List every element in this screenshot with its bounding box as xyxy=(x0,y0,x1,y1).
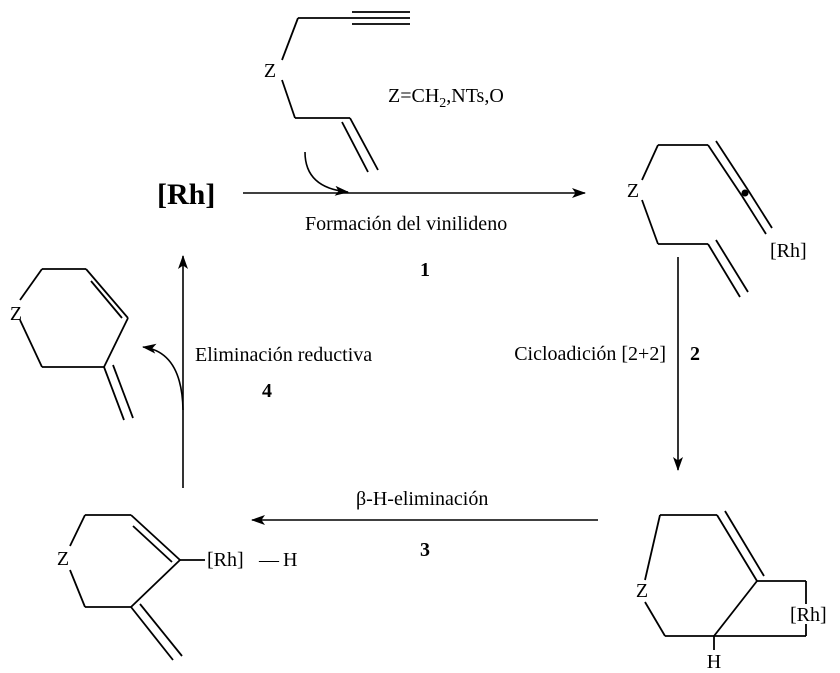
step-3-number: 3 xyxy=(420,539,430,561)
rh-catalyst-label: [Rh] xyxy=(157,178,215,211)
step-2-number: 2 xyxy=(690,343,700,365)
rh-h-bond: — xyxy=(258,549,280,571)
rhodacyclobutane-intermediate: Z [Rh] H xyxy=(636,510,827,673)
z-atom-label: Z xyxy=(636,580,648,602)
step-1-label: Formación del vinilideno xyxy=(305,213,507,235)
step-4-label: Eliminación reductiva xyxy=(195,344,372,366)
step-1-number: 1 xyxy=(420,259,430,281)
z-atom-label: Z xyxy=(10,303,22,325)
h-atom-label: H xyxy=(283,549,297,571)
z-atom-label: Z xyxy=(264,60,276,82)
step-2-label: Cicloadición [2+2] xyxy=(514,343,666,365)
z-atom-label: Z xyxy=(57,548,69,570)
rh-hydride-intermediate: Z [Rh] — H xyxy=(57,514,297,661)
rh-vinylidene-intermediate: Z [Rh] xyxy=(627,140,807,298)
h-atom-label: H xyxy=(707,651,721,673)
substrate-entry-arrow xyxy=(304,151,349,196)
enyne-substrate: Z xyxy=(264,11,410,173)
rh-label: [Rh] xyxy=(770,240,807,262)
diene-product: Z xyxy=(10,268,134,421)
step-3-label: β-H-eliminación xyxy=(356,488,488,510)
rh-label: [Rh] xyxy=(207,549,244,571)
substituent-note: Z=CH2,NTs,O xyxy=(388,85,504,111)
product-release-arrow xyxy=(142,343,184,411)
step-4-number: 4 xyxy=(262,380,272,402)
z-atom-label: Z xyxy=(627,180,639,202)
rh-label: [Rh] xyxy=(790,604,827,626)
